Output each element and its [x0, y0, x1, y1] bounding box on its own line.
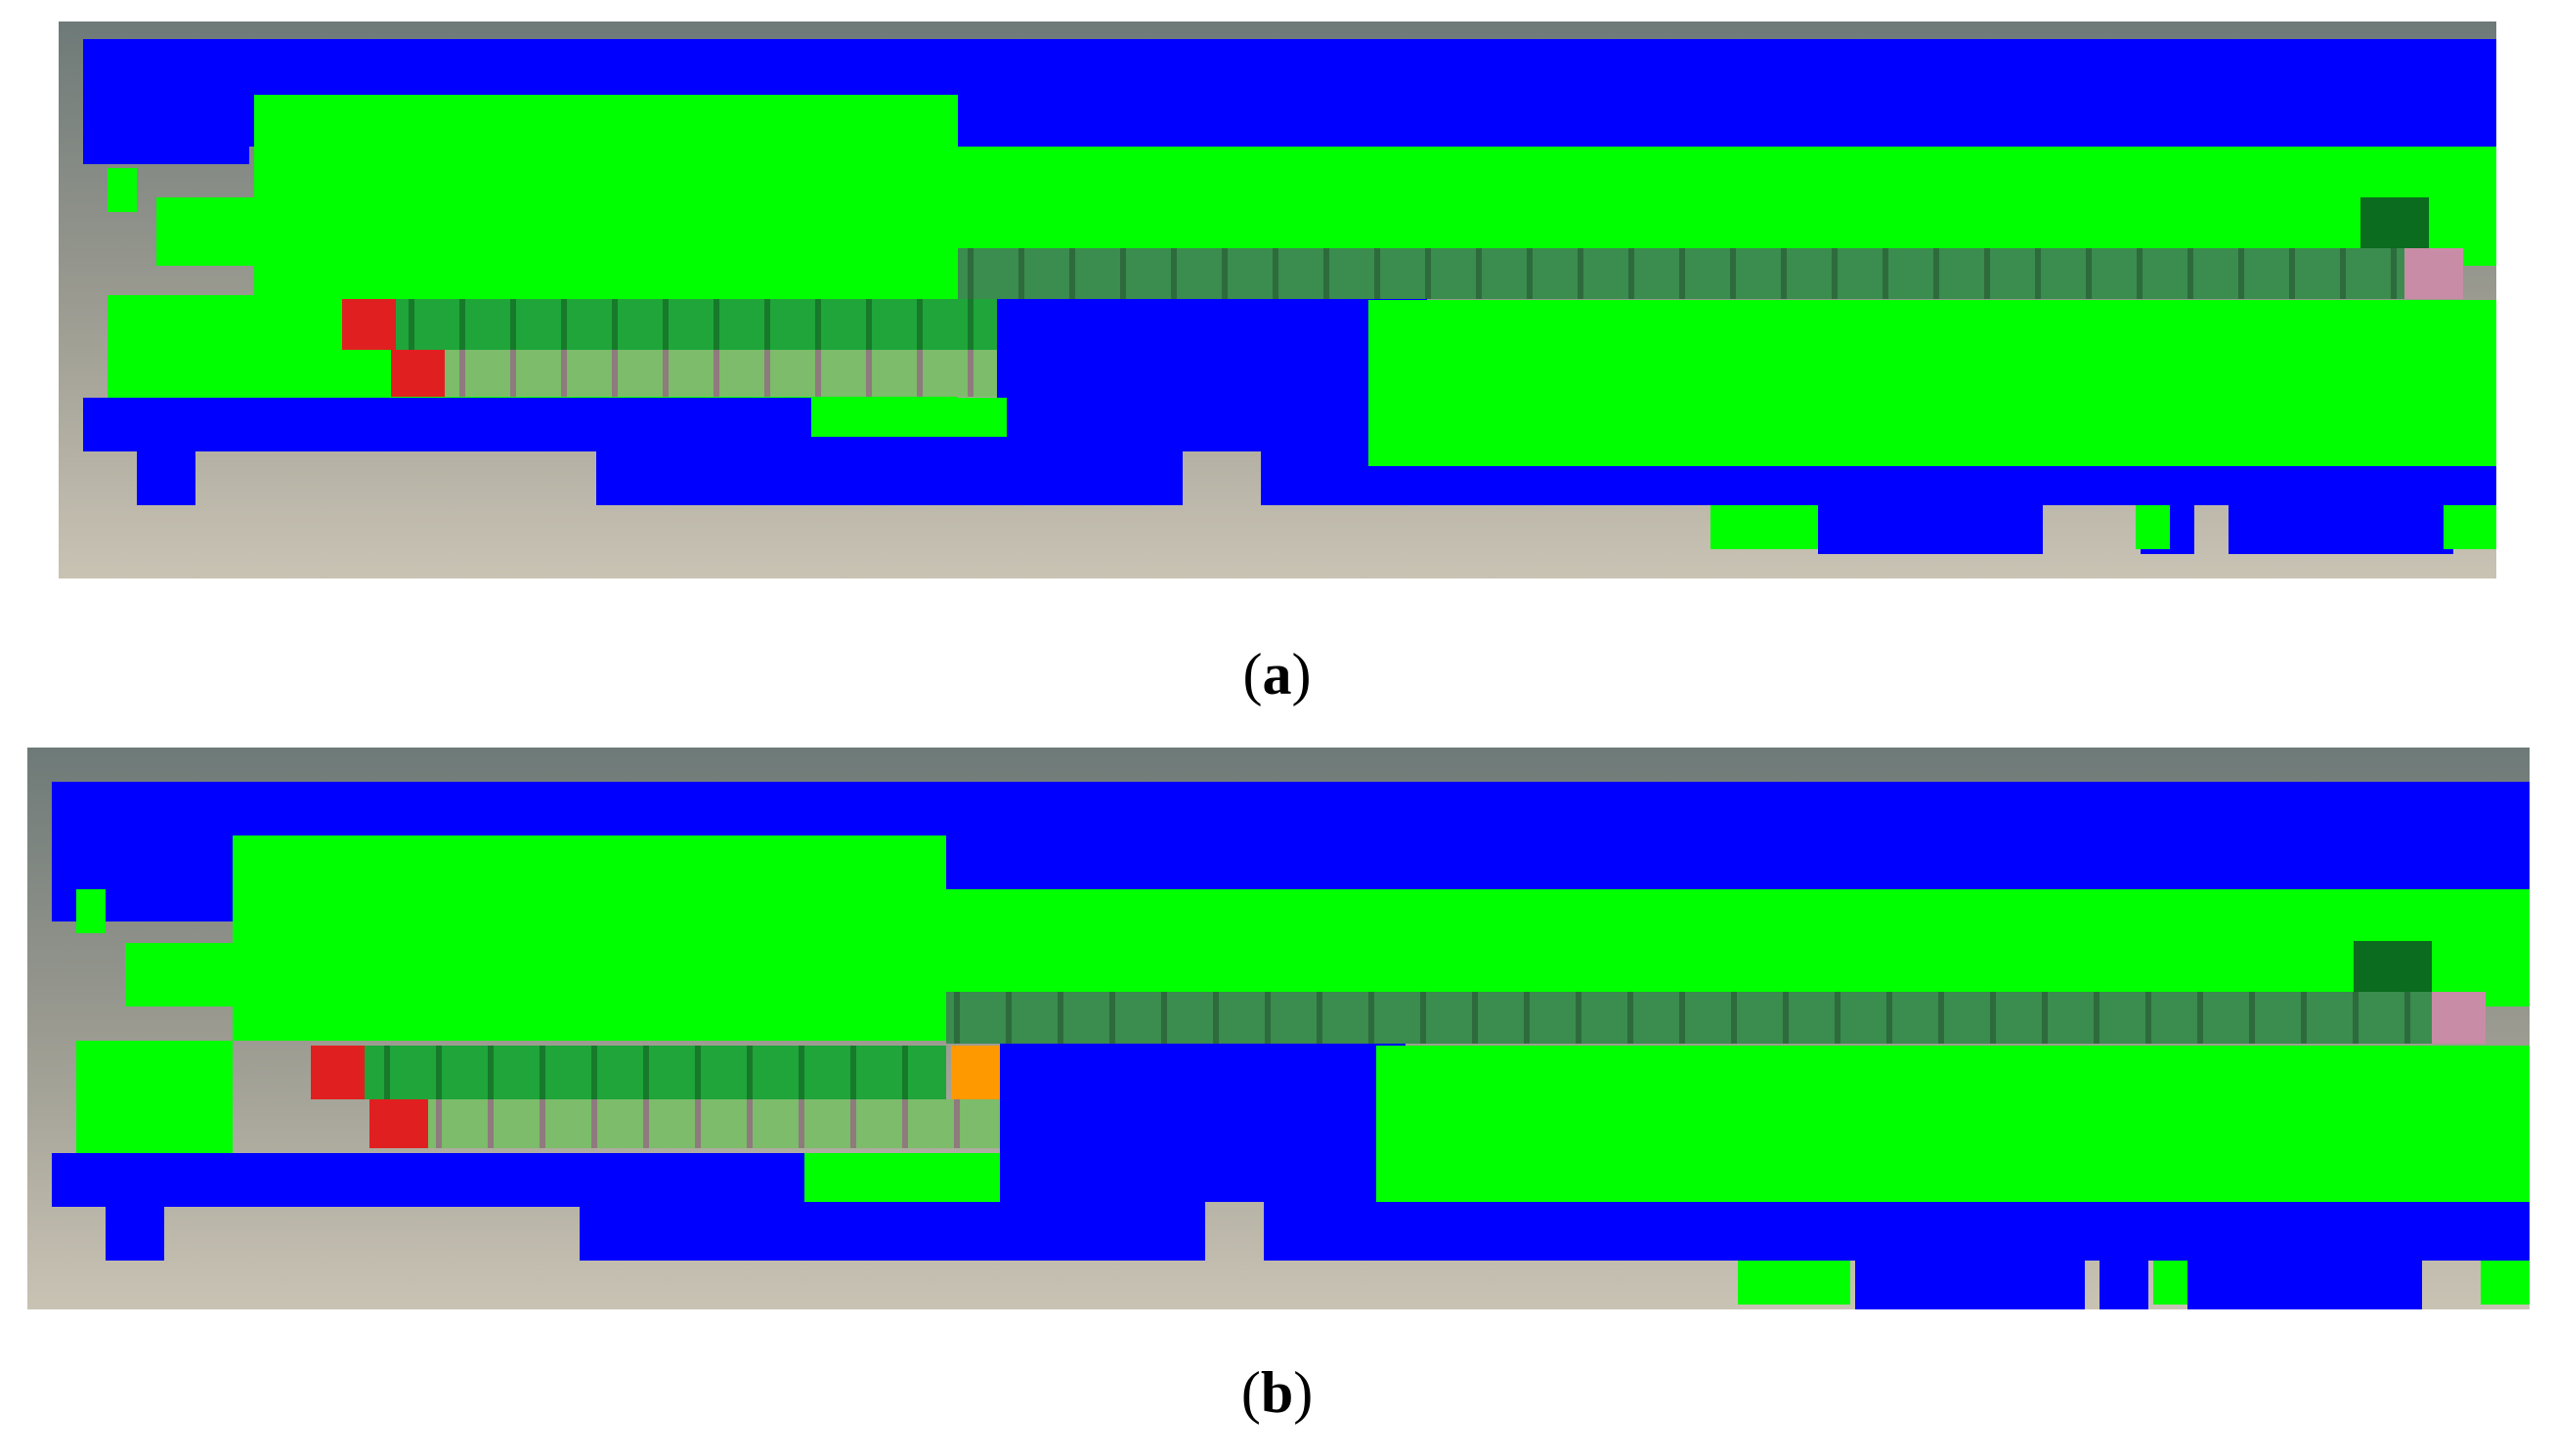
upper-track — [958, 248, 2463, 299]
caption-a: (a) — [1242, 642, 1312, 707]
caption-b: (b) — [1240, 1360, 1314, 1425]
middle-track — [360, 1046, 946, 1099]
blue-obstacles — [52, 782, 2530, 1309]
upper-track — [946, 992, 2471, 1044]
target-cell — [2404, 248, 2463, 299]
lower-track — [440, 350, 997, 397]
track-end-block — [2360, 197, 2429, 248]
blue-obstacles — [83, 39, 2496, 554]
agent-1 — [342, 299, 396, 350]
agent-2 — [391, 350, 445, 397]
panel-b-render — [27, 748, 2530, 1309]
middle-track — [391, 299, 997, 350]
agent-1 — [311, 1046, 365, 1099]
target-cell — [2432, 992, 2486, 1044]
highlight-cell — [951, 1046, 1000, 1099]
panel-b-scene — [27, 748, 2530, 1309]
panel-a-scene — [59, 21, 2496, 578]
agent-2 — [369, 1099, 428, 1148]
green-free-space — [76, 835, 2530, 1305]
panel-a-render — [59, 21, 2496, 578]
caption-a-letter: a — [1262, 642, 1292, 707]
lower-track — [428, 1099, 1000, 1148]
caption-b-letter: b — [1260, 1360, 1294, 1425]
track-end-block — [2354, 941, 2432, 992]
